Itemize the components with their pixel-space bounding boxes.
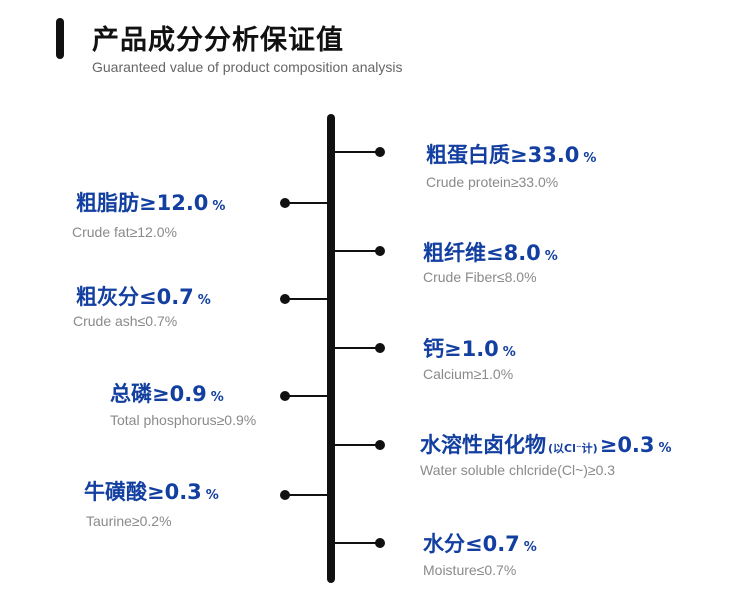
item-calcium: 钙≥1.0% <box>423 336 516 366</box>
item-crude-protein-english: Crude protein≥33.0% <box>426 174 559 190</box>
dot-water-soluble-chloride <box>375 440 385 450</box>
item-calcium-english: Calcium≥1.0% <box>423 366 514 382</box>
item-crude-fiber-english: Crude Fiber≤8.0% <box>423 269 537 285</box>
item-label: 水溶性卤化物 <box>420 433 546 457</box>
item-label: 水分 <box>423 532 465 556</box>
item-water-soluble-chloride: 水溶性卤化物(以Cl⁻计)≥0.3% <box>420 432 672 462</box>
connector-crude-fiber <box>333 250 380 252</box>
dot-crude-protein <box>375 147 385 157</box>
item-crude-fiber: 粗纤维≤8.0% <box>423 240 558 270</box>
item-value: ≥12.0 <box>139 191 209 215</box>
item-value: ≥1.0 <box>444 337 499 361</box>
item-value: ≥0.3 <box>599 433 655 457</box>
item-label: 钙 <box>423 337 444 361</box>
connector-crude-fat <box>284 202 329 204</box>
dot-calcium <box>375 343 385 353</box>
item-value: ≤0.7 <box>465 532 520 556</box>
item-total-phosphorus-english: Total phosphorus≥0.9% <box>110 412 257 428</box>
connector-water-soluble-chloride <box>333 444 380 446</box>
item-value: ≥33.0 <box>510 143 580 167</box>
connector-crude-protein <box>333 151 380 153</box>
item-unit: % <box>212 199 226 214</box>
item-crude-ash: 粗灰分≤0.7% <box>76 284 211 314</box>
item-unit: % <box>210 390 224 405</box>
item-water-soluble-chloride-english: Water soluble chlcride(Cl~)≥0.3 <box>420 462 616 478</box>
connector-total-phosphorus <box>284 395 329 397</box>
item-taurine: 牛磺酸≥0.3% <box>84 479 219 509</box>
connector-crude-ash <box>284 298 329 300</box>
dot-moisture <box>375 538 385 548</box>
item-crude-fat-english: Crude fat≥12.0% <box>72 224 177 240</box>
dot-crude-fiber <box>375 246 385 256</box>
item-unit: % <box>544 249 558 264</box>
item-label: 粗灰分 <box>76 285 139 309</box>
connector-moisture <box>333 542 380 544</box>
item-label: 粗蛋白质 <box>426 143 510 167</box>
item-crude-fat: 粗脂肪≥12.0% <box>76 190 225 220</box>
item-value: ≥0.9 <box>152 382 207 406</box>
item-unit: % <box>205 488 219 503</box>
item-unit: % <box>583 151 597 166</box>
dot-taurine <box>280 490 290 500</box>
item-label: 牛磺酸 <box>84 480 147 504</box>
connector-calcium <box>333 347 380 349</box>
item-crude-protein: 粗蛋白质≥33.0% <box>426 142 596 172</box>
page-title: 产品成分分析保证值 <box>92 25 344 56</box>
item-crude-ash-english: Crude ash≤0.7% <box>73 313 178 329</box>
item-taurine-english: Taurine≥0.2% <box>86 513 172 529</box>
timeline-axis <box>327 114 335 583</box>
item-value: ≤8.0 <box>486 241 541 265</box>
dot-total-phosphorus <box>280 391 290 401</box>
item-total-phosphorus: 总磷≥0.9% <box>110 381 224 411</box>
item-label: 粗脂肪 <box>76 191 139 215</box>
item-unit: % <box>502 345 516 360</box>
item-value: ≥0.3 <box>147 480 202 504</box>
item-label: 粗纤维 <box>423 241 486 265</box>
dot-crude-ash <box>280 294 290 304</box>
item-moisture-english: Moisture≤0.7% <box>423 562 517 578</box>
item-note: (以Cl⁻计) <box>548 442 598 455</box>
item-moisture: 水分≤0.7% <box>423 531 537 561</box>
connector-taurine <box>284 494 329 496</box>
dot-crude-fat <box>280 198 290 208</box>
title-accent-bar <box>56 18 64 59</box>
item-unit: % <box>197 293 211 308</box>
item-unit: % <box>658 441 672 456</box>
item-label: 总磷 <box>110 382 152 406</box>
page-subtitle: Guaranteed value of product composition … <box>92 59 403 75</box>
item-value: ≤0.7 <box>139 285 194 309</box>
item-unit: % <box>523 540 537 555</box>
